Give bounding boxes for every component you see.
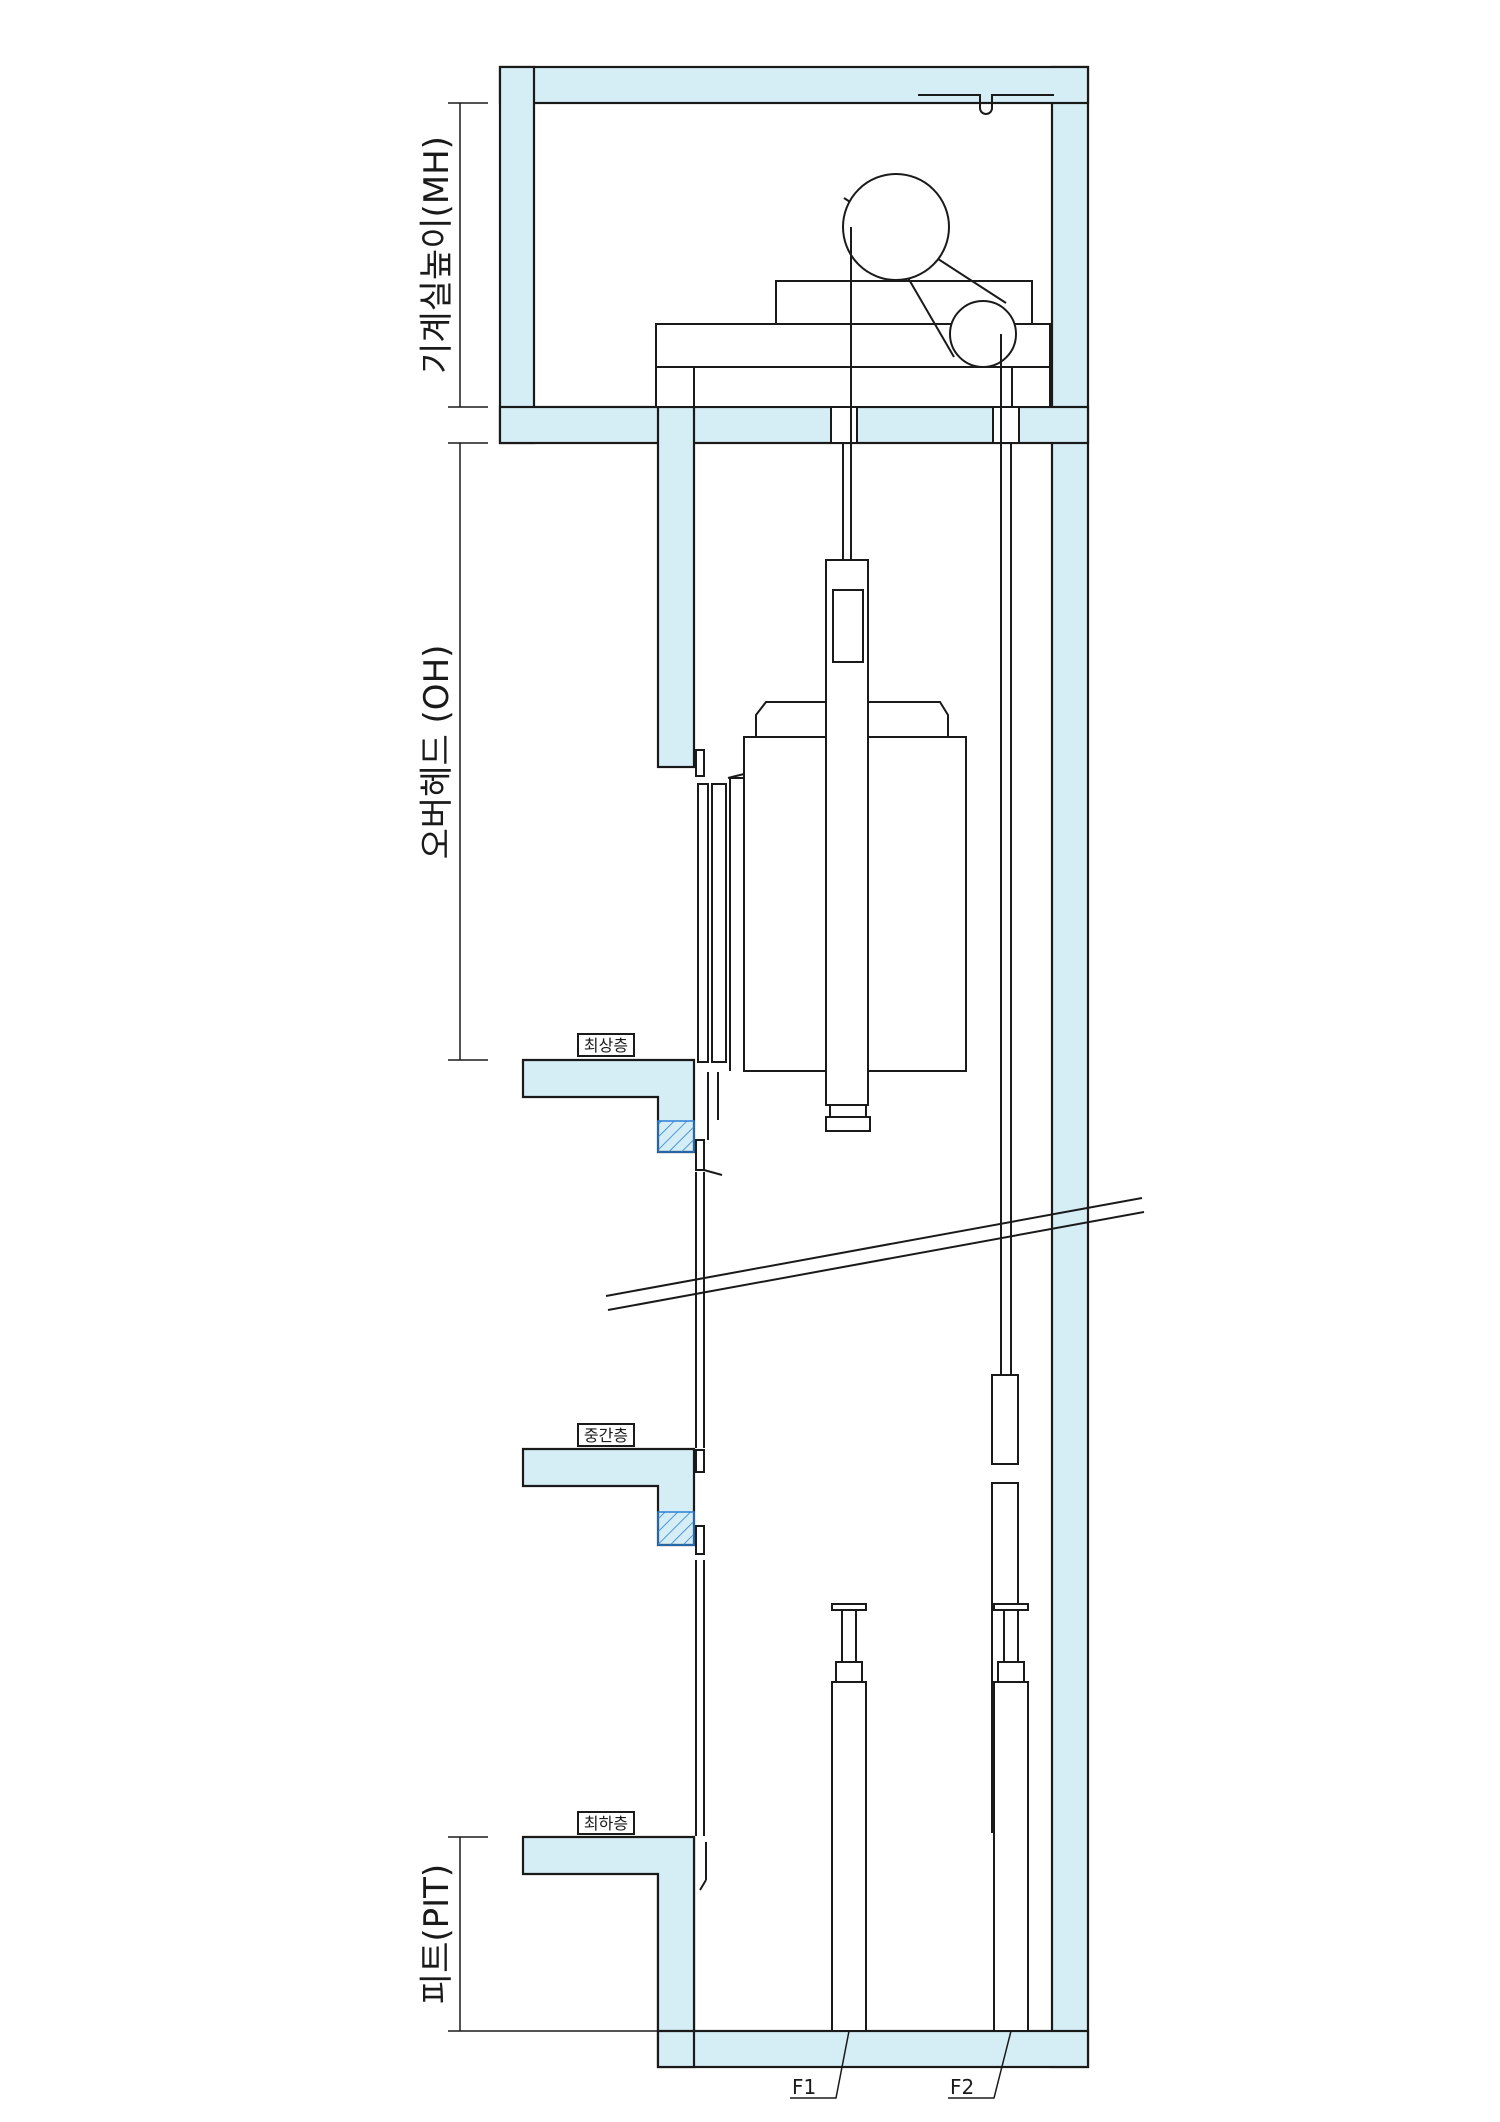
buffer-leaders: F1 F2 [790,2030,1012,2099]
dimension-lines [448,102,658,2032]
lifting-hook [918,94,1054,115]
floor-label-top: 최상층 [584,1036,628,1055]
buffer-label-f1: F1 [792,2075,816,2099]
dimension-label-overhead: 오버헤드 (OH) [417,645,457,860]
floor-label-bottom: 최하층 [584,1814,628,1833]
landing-middle-floor [521,1447,705,1555]
break-lines [605,1197,1145,1311]
hoistway-concrete-walls [498,65,1090,2069]
floor-label-middle: 중간층 [584,1426,628,1445]
floor-tag-middle: 중간층 [577,1423,635,1447]
landing-top-floor [521,1058,723,1176]
landing-doors [695,749,705,1836]
buffer-f1 [831,1603,867,2032]
floor-tag-top: 최상층 [577,1033,635,1057]
dimension-label-pit: 피트(PIT) [417,1864,457,2004]
buffer-f2 [993,1603,1029,2032]
landing-bottom-floor [521,1835,707,2033]
dimension-label-machine-room-height: 기계실높이(MH) [417,136,457,374]
buffer-label-f2: F2 [950,2075,974,2099]
traction-machine [655,173,1051,444]
floor-tag-bottom: 최하층 [577,1811,635,1835]
hoist-ropes [842,227,1012,1375]
elevator-car [697,559,967,1132]
